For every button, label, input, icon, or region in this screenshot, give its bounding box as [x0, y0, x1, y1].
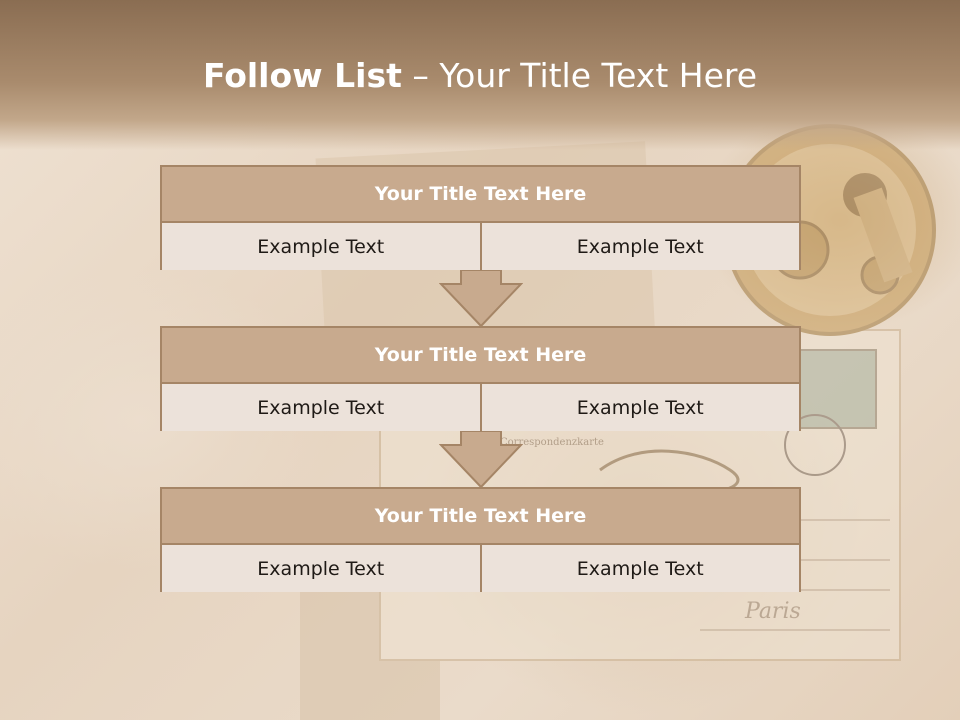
title-subtitle-part: – Your Title Text Here [401, 56, 758, 95]
step-cell-right: Example Text [479, 223, 799, 270]
postcard-city: Paris [744, 599, 801, 624]
step-title: Your Title Text Here [162, 167, 799, 223]
step-row: Example Text Example Text [162, 384, 799, 431]
postcard-heading: Correspondenzkarte [500, 437, 604, 448]
step-title: Your Title Text Here [162, 489, 799, 545]
step-row: Example Text Example Text [162, 223, 799, 270]
step-cell-left: Example Text [162, 545, 480, 592]
step-title: Your Title Text Here [162, 328, 799, 384]
step-card-1: Your Title Text Here Example Text Exampl… [160, 165, 801, 270]
step-card-2: Your Title Text Here Example Text Exampl… [160, 326, 801, 431]
step-row: Example Text Example Text [162, 545, 799, 592]
step-cell-left: Example Text [162, 223, 480, 270]
down-arrow-icon [439, 270, 523, 328]
step-cell-right: Example Text [479, 545, 799, 592]
step-card-3: Your Title Text Here Example Text Exampl… [160, 487, 801, 592]
postmark-icon [784, 414, 846, 476]
down-arrow-icon [439, 431, 523, 489]
title-bold-part: Follow List [202, 56, 402, 95]
step-cell-right: Example Text [479, 384, 799, 431]
page-title: Follow List – Your Title Text Here [0, 54, 960, 98]
title-header-band [0, 0, 960, 150]
step-cell-left: Example Text [162, 384, 480, 431]
stamp-icon [799, 349, 877, 429]
